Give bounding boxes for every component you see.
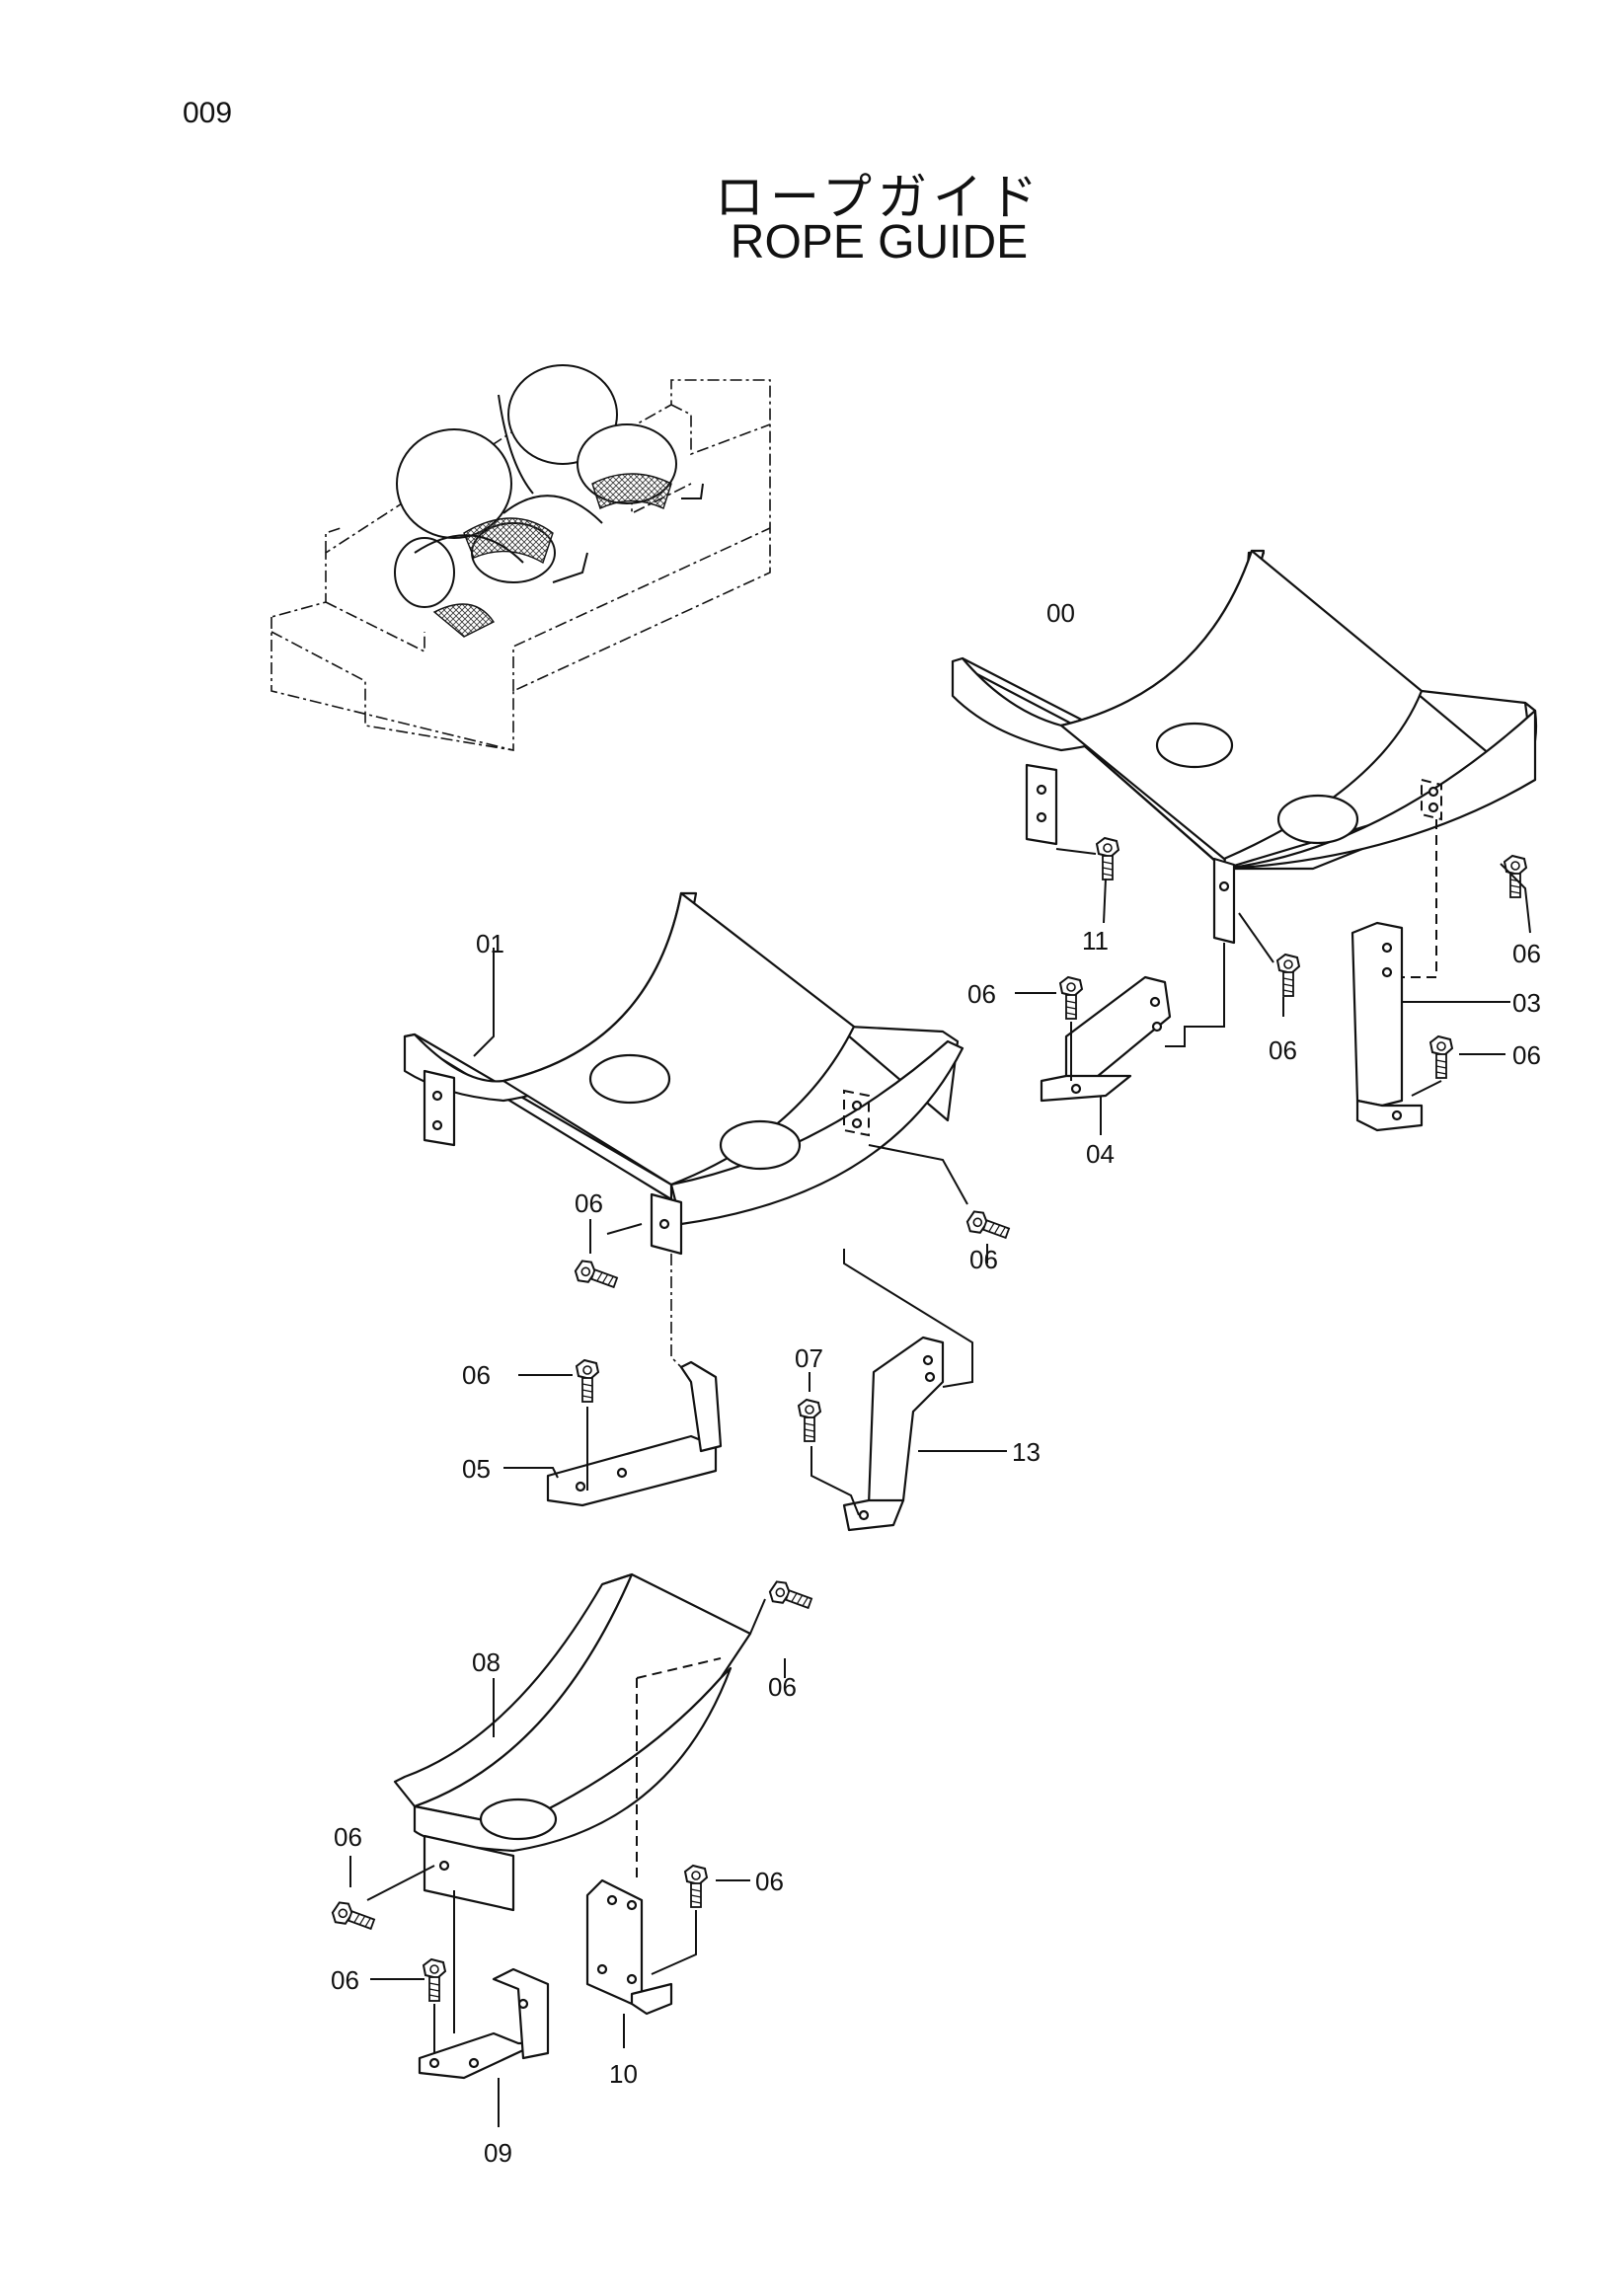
callout-06: 06 xyxy=(755,1867,784,1896)
bolt-icon xyxy=(576,1359,599,1403)
overview-assembly-sketch xyxy=(270,364,771,752)
part-04-bracket xyxy=(1040,975,1172,1103)
part-00-rope-guide xyxy=(951,549,1538,945)
callout-06: 06 xyxy=(575,1188,603,1218)
callout-07: 07 xyxy=(795,1343,823,1373)
callout-13: 13 xyxy=(1012,1437,1041,1467)
part-01-rope-guide xyxy=(403,891,964,1256)
part-05-bracket xyxy=(546,1360,723,1507)
bolt-icon xyxy=(1059,976,1083,1020)
callout-06: 06 xyxy=(768,1672,797,1702)
callout-06: 06 xyxy=(462,1360,491,1390)
callout-06: 06 xyxy=(1512,939,1541,968)
bolt-icon xyxy=(964,1207,1013,1245)
callout-10: 10 xyxy=(609,2059,638,2089)
part-03-bracket xyxy=(1350,921,1424,1132)
callout-06: 06 xyxy=(1512,1040,1541,1070)
bolt-icon xyxy=(684,1865,708,1908)
callout-06: 06 xyxy=(331,1965,359,1995)
part-13-bracket xyxy=(842,1336,945,1532)
part-09-bracket xyxy=(418,1967,550,2080)
page-number: 009 xyxy=(183,97,233,129)
bolt-icon xyxy=(766,1577,815,1615)
bolt-icon xyxy=(1504,855,1527,898)
callout-01: 01 xyxy=(476,929,504,958)
part-10-bracket xyxy=(585,1878,673,2016)
bolt-icon xyxy=(1096,837,1119,880)
title-english: ROPE GUIDE xyxy=(730,216,1029,268)
callout-06: 06 xyxy=(334,1822,362,1852)
callout-06: 06 xyxy=(1269,1035,1297,1065)
callout-05: 05 xyxy=(462,1454,491,1484)
callout-08: 08 xyxy=(472,1647,501,1677)
callout-03: 03 xyxy=(1512,988,1541,1018)
callout-labels: 00 11 06 03 06 06 06 04 01 06 06 06 07 1… xyxy=(331,598,1541,2168)
callout-06: 06 xyxy=(969,1245,998,1274)
callout-09: 09 xyxy=(484,2138,512,2168)
callout-06: 06 xyxy=(967,979,996,1009)
leader-lines xyxy=(349,819,1531,2127)
part-08-rope-guide xyxy=(393,1572,752,1912)
bolt-icon xyxy=(329,1898,378,1936)
callout-04: 04 xyxy=(1086,1139,1115,1169)
bolt-icon xyxy=(1276,954,1300,997)
callout-11: 11 xyxy=(1082,926,1109,956)
bolt-icon xyxy=(572,1257,621,1294)
bolt-icon xyxy=(798,1399,821,1442)
title-japanese: ロープガイド xyxy=(715,169,1043,226)
bolt-icon xyxy=(1429,1035,1453,1079)
bolt-icon xyxy=(423,1958,446,2002)
callout-00: 00 xyxy=(1046,598,1075,628)
